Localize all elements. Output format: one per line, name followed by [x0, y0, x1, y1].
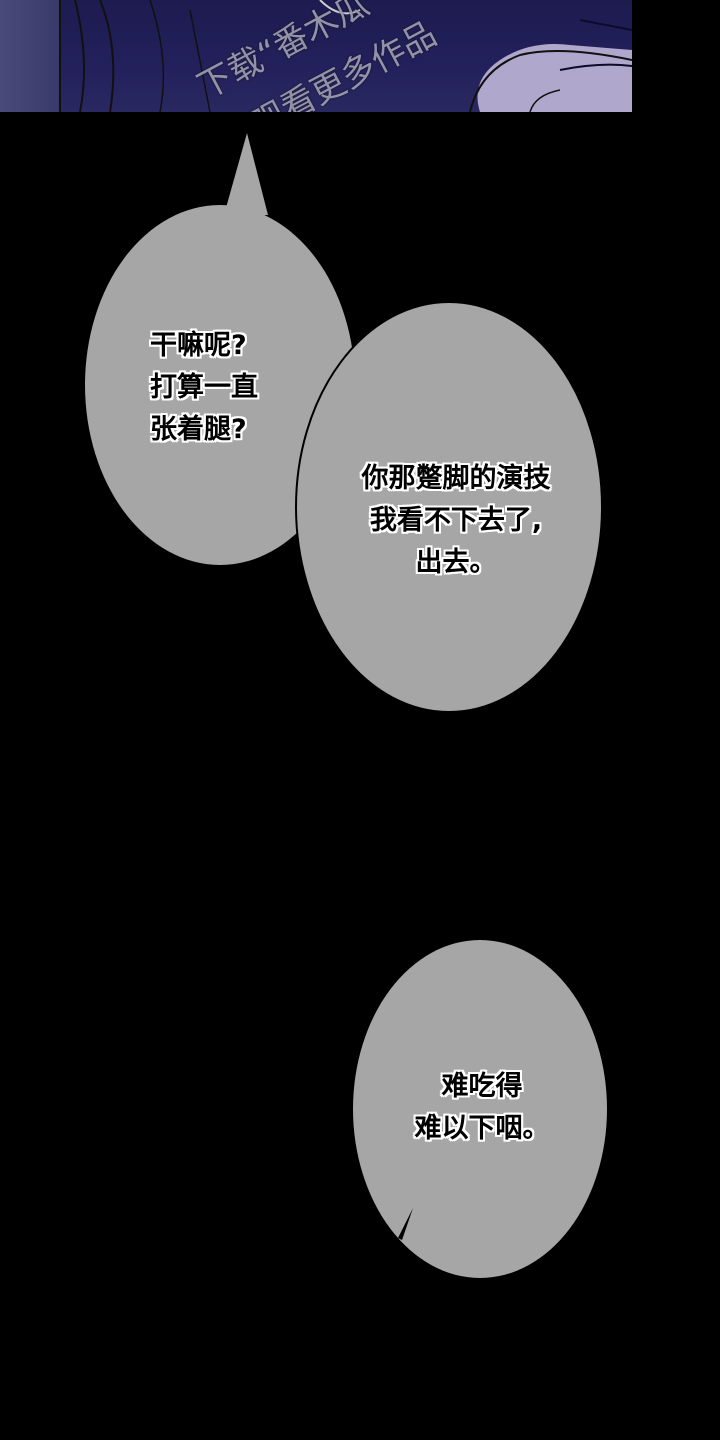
bubble-3-line-1: 难吃得	[441, 1071, 523, 1102]
bubble-1-line-1: 干嘛呢?	[150, 330, 247, 361]
bubble-2-line-3: 出去。	[415, 547, 497, 578]
speech-bubble-1-shape	[85, 133, 355, 565]
panel-background-left	[0, 0, 60, 112]
bubble-1-line-3: 张着腿?	[150, 414, 247, 445]
comic-panel-top: 下载“番木瓜 观看更多作品	[0, 0, 632, 112]
bubble-2-line-2: 我看不下去了,	[369, 505, 543, 536]
speech-bubble-3-shape	[353, 940, 607, 1278]
speech-bubble-3-text: 难吃得 难以下咽。	[400, 1066, 564, 1150]
speech-bubble-2-text: 你那蹩脚的演技 我看不下去了, 出去。	[334, 458, 578, 584]
speech-bubble-1-text: 干嘛呢? 打算一直 张着腿?	[150, 325, 258, 451]
character-illustration	[59, 0, 632, 112]
speech-bubble-2-shape	[295, 301, 603, 713]
bubble-1-line-2: 打算一直	[150, 372, 258, 403]
bubble-3-line-2: 难以下咽。	[414, 1113, 550, 1144]
bubble-2-line-1: 你那蹩脚的演技	[361, 463, 551, 494]
